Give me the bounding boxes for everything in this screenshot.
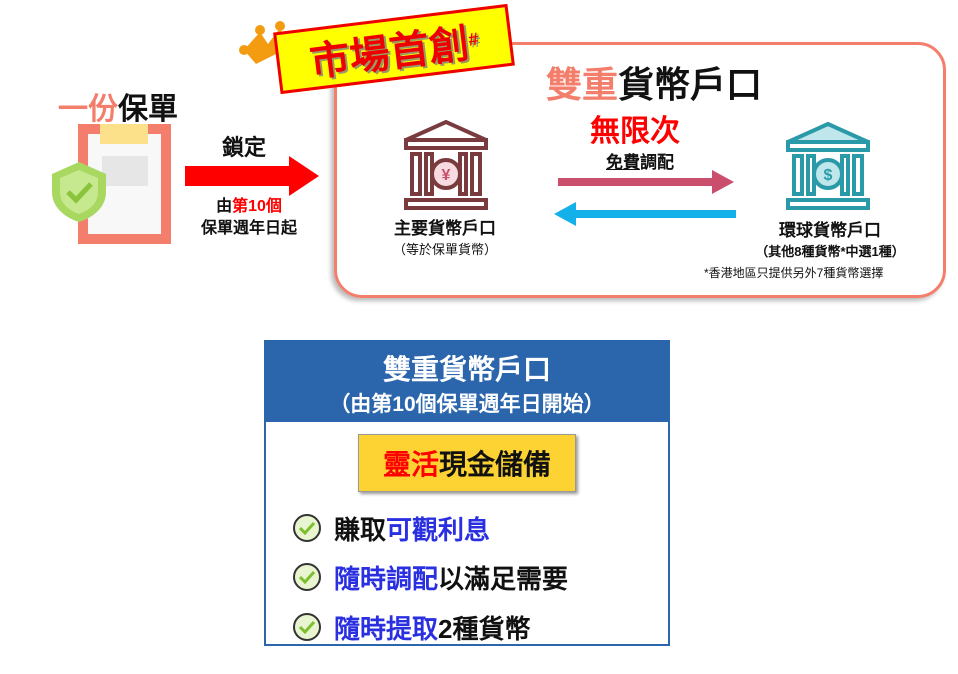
footnote: *香港地區只提供另外7種貨幣選擇 — [704, 266, 884, 280]
transfer-right-arrow — [558, 170, 734, 194]
transfer-left-arrow — [554, 202, 736, 226]
lock-subtext: 由第10個 保單週年日起 — [200, 198, 297, 237]
bank-dollar-icon: $ — [786, 121, 870, 210]
lock-label: 鎖定 — [222, 135, 267, 160]
dollar-symbol: $ — [824, 167, 833, 184]
lock-arrow — [185, 156, 319, 196]
shield-check-icon — [52, 162, 106, 222]
free-transfer-label: 免費調配 — [606, 153, 674, 172]
check-circle-icon — [293, 613, 321, 641]
check-circle-icon — [293, 514, 321, 542]
list-item: 賺取可觀利息 — [292, 504, 568, 552]
check-circle-icon — [293, 563, 321, 591]
list-item: 隨時調配以滿足需要 — [292, 552, 568, 602]
global-account: 環球貨幣戶口 （其他8種貨幣*中選1種） — [755, 221, 905, 259]
policy-title: 一份保單 — [58, 93, 178, 126]
dual-currency-panel — [334, 42, 946, 298]
bank-yen-icon: ¥ — [404, 120, 488, 210]
yen-symbol: ¥ — [442, 167, 451, 184]
highlight-box: 靈活現金儲備 — [358, 434, 576, 492]
unlimited-label: 無限次 — [590, 115, 680, 148]
policy-document-icon — [78, 124, 171, 244]
summary-header: 雙重貨幣戶口 （由第10個保單週年日開始） — [266, 342, 668, 422]
summary-box: 雙重貨幣戶口 （由第10個保單週年日開始） 靈活現金儲備 賺取可觀利息 隨時調配… — [264, 340, 670, 646]
dual-title: 雙重貨幣戶口 — [546, 64, 763, 105]
primary-account: 主要貨幣戶口 （等於保單貨幣） — [392, 219, 497, 257]
